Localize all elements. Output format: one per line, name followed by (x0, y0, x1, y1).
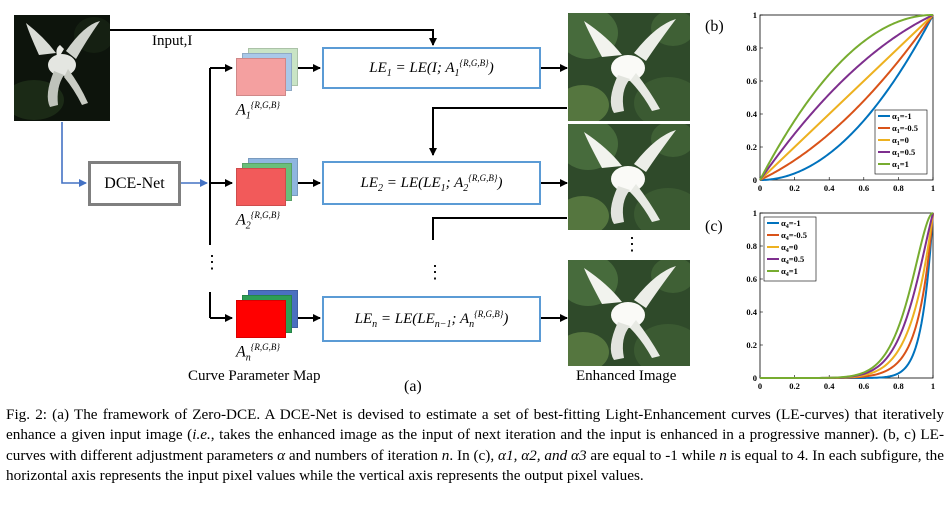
x-tick-label: 0.6 (858, 183, 869, 193)
input-to-dce-line (61, 122, 87, 187)
le-box-n: LEn = LE(LEn−1; An{R,G,B}) (322, 296, 541, 342)
y-tick-label: 0.4 (746, 109, 757, 119)
framework-diagram: Input,I DCE-Net A1{R,G,B} A2{R,G,B} An{R… (14, 13, 690, 395)
x-tick-label: 0.8 (893, 183, 904, 193)
chart-b: 0 0.2 0.4 0.6 0.8 1 0 0.2 0.4 0.6 0.8 1 α1=-1α1=-0.5… (746, 10, 935, 193)
legend-entry: α4=0.5 (781, 254, 804, 266)
le-box-2-text: LE2 = LE(LE1; A2{R,G,B}) (360, 172, 503, 194)
le-box-2: LE2 = LE(LE1; A2{R,G,B}) (322, 161, 541, 205)
curve-map-layer (236, 300, 286, 338)
curve-map-2-label: A2{R,G,B} (236, 210, 280, 232)
enhanced-image-n (568, 260, 690, 366)
y-tick-label: 0 (753, 175, 757, 185)
figure-caption: Fig. 2: (a) The framework of Zero-DCE. A… (6, 405, 944, 487)
feedback-line-2 (432, 217, 567, 240)
x-tick-label: 0 (758, 381, 762, 391)
curve-map-1-label: A1{R,G,B} (236, 100, 280, 122)
legend-entry: α4=-1 (781, 218, 801, 230)
curve-map-n (236, 290, 298, 338)
y-tick-label: 1 (753, 208, 757, 218)
middle-ellipsis: ⋮ (426, 262, 444, 282)
series-line (759, 14, 934, 181)
x-tick-label: 1 (931, 381, 935, 391)
x-tick-label: 0.8 (893, 381, 904, 391)
x-tick-label: 0.4 (824, 183, 835, 193)
x-tick-label: 0.2 (789, 183, 800, 193)
curve-map-layer (236, 168, 286, 206)
le-box-1-text: LE1 = LE(I; A1{R,G,B}) (369, 57, 494, 79)
series-line (759, 14, 934, 181)
y-tick-label: 0.4 (746, 307, 757, 317)
x-tick-label: 0 (758, 183, 762, 193)
legend-entry: α4=1 (781, 266, 798, 278)
series-line (759, 14, 934, 181)
chart-c: 0 0.2 0.4 0.6 0.8 1 0 0.2 0.4 0.6 0.8 1 α4=-1α4=-0.5… (746, 208, 935, 391)
dce-net-label: DCE-Net (104, 174, 165, 192)
y-tick-label: 0.8 (746, 43, 757, 53)
left-ellipsis: ⋮ (203, 252, 221, 272)
y-tick-label: 0.6 (746, 274, 757, 284)
legend-entry: α1=-0.5 (892, 123, 918, 135)
y-tick-label: 0.6 (746, 76, 757, 86)
panel-a-label: (a) (404, 378, 422, 395)
series-line (759, 14, 934, 181)
enhanced-image-2 (568, 124, 690, 230)
series-line (760, 212, 934, 379)
enhanced-image-label: Enhanced Image (576, 368, 677, 384)
y-tick-label: 0.2 (746, 340, 757, 350)
legend-entry: α1=1 (892, 159, 909, 171)
curve-map-1 (236, 48, 298, 96)
y-tick-label: 0.8 (746, 241, 757, 251)
y-tick-label: 1 (753, 10, 757, 20)
legend-entry: α4=0 (781, 242, 798, 254)
feedback-line-1 (429, 107, 567, 156)
series-line (759, 14, 934, 181)
right-ellipsis: ⋮ (623, 234, 641, 254)
legend-entry: α1=-1 (892, 111, 912, 123)
curve-map-2 (236, 158, 298, 206)
le-box-n-text: LEn = LE(LEn−1; An{R,G,B}) (354, 308, 509, 330)
input-label: Input,I (152, 33, 193, 49)
panel-c-label: (c) (705, 218, 723, 235)
x-tick-label: 0.6 (858, 381, 869, 391)
input-image (14, 15, 110, 121)
enhanced-image-1 (568, 13, 690, 121)
x-tick-label: 0.4 (824, 381, 835, 391)
legend-entry: α4=-0.5 (781, 230, 807, 242)
panel-b-label: (b) (705, 18, 724, 35)
legend-entry: α1=0 (892, 135, 909, 147)
le-box-1: LE1 = LE(I; A1{R,G,B}) (322, 47, 541, 89)
legend-entry: α1=0.5 (892, 147, 915, 159)
caption-text: Fig. 2: (a) The framework of Zero-DCE. A… (6, 406, 945, 485)
curve-map-layer (236, 58, 286, 96)
y-tick-label: 0 (753, 373, 757, 383)
y-tick-label: 0.2 (746, 142, 757, 152)
curve-parameter-map-label: Curve Parameter Map (188, 368, 321, 384)
x-tick-label: 1 (931, 183, 935, 193)
dce-net-box: DCE-Net (88, 161, 181, 206)
legend-box (763, 216, 817, 282)
input-flow-line (110, 29, 437, 46)
x-tick-label: 0.2 (789, 381, 800, 391)
curve-map-n-label: An{R,G,B} (236, 342, 280, 364)
diagram-connectors (61, 29, 568, 322)
